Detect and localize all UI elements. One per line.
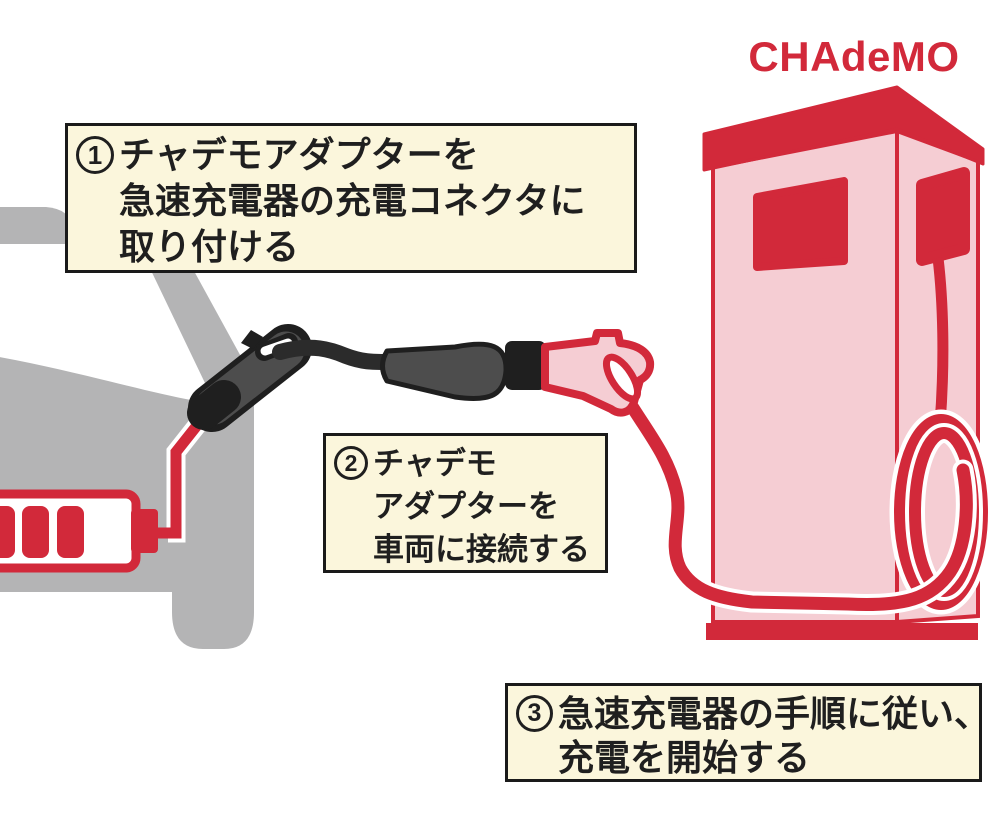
adapter-collar <box>505 341 546 390</box>
step-line: 充電を開始する <box>558 737 811 778</box>
step-number-3: 3 <box>516 695 553 732</box>
step-line: 取り付ける <box>119 226 300 267</box>
fast-charger-station-icon <box>702 85 985 640</box>
gun-cable <box>626 401 973 612</box>
step-box-3: 3 急速充電器の手順に従い、 充電を開始する <box>505 683 990 782</box>
battery-wire <box>150 400 219 539</box>
step-line: アダプターを <box>373 489 559 524</box>
step-line: 急速充電器の手順に従い、 <box>558 693 991 734</box>
plug-tab <box>241 330 263 349</box>
battery-terminal <box>131 509 158 553</box>
station-base <box>706 623 978 640</box>
step-text-3: 急速充電器の手順に従い、 充電を開始する <box>558 692 990 780</box>
step-line: 急速充電器の充電コネクタに <box>119 180 586 221</box>
chademo-adapter-icon <box>380 341 546 401</box>
step-text-2: チャデモ アダプターを 車両に接続する <box>373 442 590 571</box>
step-box-2: 2 チャデモ アダプターを 車両に接続する <box>323 433 608 573</box>
charger-gun-icon <box>541 329 655 417</box>
step-box-1: 1 チャデモアダプターを 急速充電器の充電コネクタに 取り付ける <box>65 123 637 273</box>
step-line: チャデモ <box>373 446 497 481</box>
step-number-2: 2 <box>334 446 368 480</box>
station-side-panel <box>916 167 970 266</box>
step-line: 車両に接続する <box>373 532 590 567</box>
step-line: チャデモアダプターを <box>119 134 479 175</box>
step-number-1: 1 <box>76 136 114 174</box>
station-drop-cable <box>932 257 949 425</box>
adapter-cone <box>380 341 509 401</box>
adapter-cable <box>272 339 395 370</box>
battery-cell <box>22 506 49 558</box>
battery-gauge-icon <box>0 489 158 573</box>
car-roof <box>0 207 73 244</box>
plug-nose <box>187 380 241 430</box>
chademo-label: CHAdeMO <box>748 33 960 80</box>
station-screen <box>753 177 848 271</box>
step-text-1: チャデモアダプターを 急速充電器の充電コネクタに 取り付ける <box>119 132 586 270</box>
gun-handle-hole <box>602 353 642 403</box>
battery-cell <box>0 506 15 558</box>
battery-cell <box>57 506 84 558</box>
station-roof <box>702 85 985 172</box>
